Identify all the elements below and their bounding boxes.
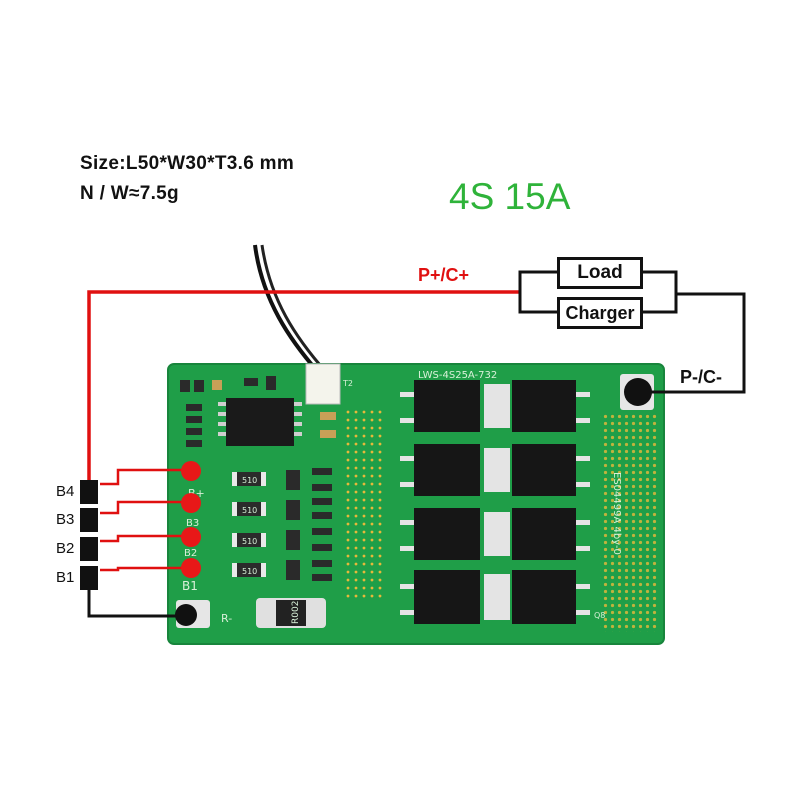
resistor-label: 510 xyxy=(242,506,257,515)
charger-box: Charger xyxy=(557,297,643,329)
mosfet-array xyxy=(400,380,590,624)
negative-terminal-label: P-/C- xyxy=(680,367,722,387)
balance-leads xyxy=(100,468,190,572)
size-spec: Size:L50*W30*T3.6 mm xyxy=(80,153,295,174)
resistor-label: 510 xyxy=(242,476,257,485)
sensor-wire xyxy=(253,244,320,374)
shunt-label: R002 xyxy=(291,601,301,624)
r-minus-label: R- xyxy=(221,612,232,625)
load-box: Load xyxy=(557,257,643,289)
weight-spec: N / W≈7.5g xyxy=(80,183,179,204)
t2-label: T2 xyxy=(342,379,353,388)
balance-label-b2: B2 xyxy=(56,540,75,557)
b3-label: B3 xyxy=(186,518,199,529)
load-charger-junction xyxy=(518,270,557,314)
model-label: LWS-4S25A-732 xyxy=(418,370,497,381)
negative-wiring xyxy=(87,270,746,618)
pcb-board: 510 510 510 510 xyxy=(167,363,665,645)
p-minus-terminal xyxy=(624,378,652,406)
b-minus-terminal xyxy=(175,604,197,626)
resistor-label: 510 xyxy=(242,537,257,546)
balance-label-b4: B4 xyxy=(56,483,75,500)
balance-label-b3: B3 xyxy=(56,511,75,528)
balance-connector xyxy=(80,480,98,590)
balance-solder-points xyxy=(181,461,201,578)
positive-wiring xyxy=(87,290,520,484)
serial-label: ES04499A 4by-0 xyxy=(611,472,622,555)
product-title: 4S 15A xyxy=(449,176,571,217)
balance-label-b1: B1 xyxy=(56,569,75,586)
b2-label: B2 xyxy=(184,548,197,559)
resistor-label: 510 xyxy=(242,567,257,576)
q8-label: Q8 xyxy=(594,611,605,620)
sensor-wire-2 xyxy=(260,244,328,373)
balance-resistors: 510 510 510 510 xyxy=(232,472,266,577)
b1-label: B1 xyxy=(182,579,198,593)
positive-terminal-label: P+/C+ xyxy=(418,265,470,285)
